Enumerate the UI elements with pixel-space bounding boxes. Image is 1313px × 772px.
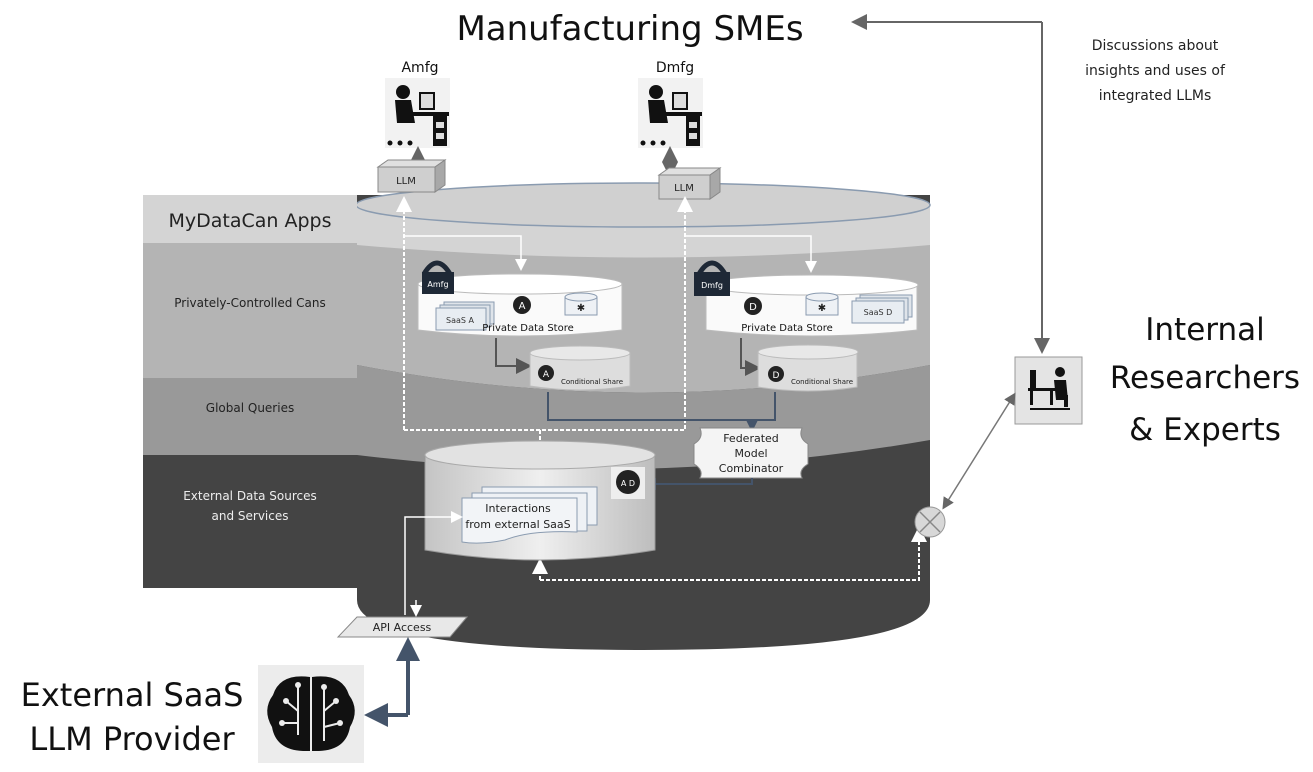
discussion-note-1: Discussions about xyxy=(1092,38,1219,54)
internal-researcher-node xyxy=(1014,356,1083,425)
interactions-can: A D Interactions from external SaaS xyxy=(424,440,656,561)
junction-cross-icon xyxy=(914,506,946,538)
discussion-note-3: integrated LLMs xyxy=(1099,88,1212,104)
interactions-label-1: Interactions xyxy=(485,502,551,515)
flow-to-store-d xyxy=(685,235,817,273)
layer-external-label-1: External Data Sources xyxy=(183,489,317,503)
private-data-store-a: SaaS A A ✱ Private Data Store Amfg xyxy=(417,260,623,337)
layer-global-label: Global Queries xyxy=(206,401,294,415)
combinator-to-global-can xyxy=(644,478,753,490)
brain-d-share-letter: D xyxy=(773,371,780,381)
combinator-label-1: Federated xyxy=(723,432,779,445)
conditional-share-a: A Conditional Share xyxy=(529,345,631,391)
svg-text:✱: ✱ xyxy=(818,303,826,314)
circuit-brain-icon xyxy=(258,665,364,763)
discussion-note-2: insights and uses of xyxy=(1085,63,1226,79)
conditional-share-d: D Conditional Share xyxy=(757,344,859,392)
llm-a-label: LLM xyxy=(396,176,416,187)
brain-d-icon: D xyxy=(744,297,762,315)
brain-a-share-letter: A xyxy=(543,370,550,380)
brain-d-letter: D xyxy=(749,302,757,313)
researchers-label-3: & Experts xyxy=(1129,412,1281,448)
saas-a-document: SaaS A xyxy=(435,301,495,331)
layer-external-label-2: and Services xyxy=(212,509,289,523)
worker-at-desk-icon xyxy=(638,78,703,148)
share-a-label: Conditional Share xyxy=(561,378,623,386)
page-title: Manufacturing SMEs xyxy=(456,9,803,49)
user-a-name: Amfg xyxy=(401,60,438,76)
flow-store-to-share-d xyxy=(740,338,761,376)
saas-d-document: SaaS D xyxy=(851,294,913,324)
layer-private-label: Privately-Controlled Cans xyxy=(174,296,326,310)
saas-a-label: SaaS A xyxy=(446,316,475,325)
layer-apps-label: MyDataCan Apps xyxy=(168,210,331,232)
llm-box-a: LLM xyxy=(376,159,447,193)
user-dmfg: Dmfg LLM xyxy=(638,60,722,200)
api-to-interactions xyxy=(404,511,463,615)
interactions-label-2: from external SaaS xyxy=(465,518,570,531)
user-amfg: Amfg LLM xyxy=(376,60,450,193)
lock-a-label: Amfg xyxy=(427,280,448,289)
lock-d-label: Dmfg xyxy=(701,281,723,290)
lock-a-icon: Amfg xyxy=(421,260,454,294)
user-d-name: Dmfg xyxy=(656,60,694,76)
share-d-label: Conditional Share xyxy=(791,378,853,386)
dashed-flow-lines xyxy=(396,196,927,581)
external-provider-label-1: External SaaS xyxy=(21,676,244,714)
researcher-at-computer-icon xyxy=(1028,367,1070,410)
layer-apps-band xyxy=(143,195,357,243)
flow-store-to-share-a xyxy=(495,338,532,374)
combinator-label-3: Combinator xyxy=(719,462,784,475)
database-gear-icon: ✱ xyxy=(564,292,598,316)
svg-text:✱: ✱ xyxy=(577,303,585,314)
layer-external-band xyxy=(143,455,357,588)
researcher-to-combiner-arrow xyxy=(942,392,1016,510)
researchers-label-1: Internal xyxy=(1145,312,1264,348)
share-to-combinator-lines xyxy=(547,392,776,421)
layer-private-band xyxy=(143,243,357,378)
brain-d-share-icon xyxy=(768,366,784,382)
layer-global-band xyxy=(143,378,357,455)
saas-d-label: SaaS D xyxy=(864,308,893,317)
lock-d-icon: Dmfg xyxy=(694,260,730,296)
flow-to-store-a xyxy=(404,235,527,271)
brain-ad-letters: A D xyxy=(621,479,635,488)
llm-d-label: LLM xyxy=(674,183,694,194)
brain-a-share-icon xyxy=(538,365,554,381)
brain-a-letter: A xyxy=(519,301,526,312)
private-data-store-d: D ✱ SaaS D Private Data Store Dmfg xyxy=(694,260,919,337)
external-provider-label-2: LLM Provider xyxy=(29,720,235,758)
brain-a-icon: A xyxy=(513,296,531,314)
database-gear-icon: ✱ xyxy=(805,292,839,316)
store-a-label: Private Data Store xyxy=(482,323,574,334)
api-access-label: API Access xyxy=(373,621,432,634)
federated-model-combinator: Federated Model Combinator xyxy=(693,427,809,479)
researchers-label-2: Researchers xyxy=(1110,360,1300,396)
store-d-label: Private Data Store xyxy=(741,323,833,334)
combinator-label-2: Model xyxy=(734,447,767,460)
brain-ad-icon: A D xyxy=(611,467,645,499)
api-access-node: API Access xyxy=(336,616,469,638)
interactions-document: Interactions from external SaaS xyxy=(461,486,598,544)
worker-at-desk-icon xyxy=(385,78,450,148)
llm-box-d: LLM xyxy=(657,167,722,200)
